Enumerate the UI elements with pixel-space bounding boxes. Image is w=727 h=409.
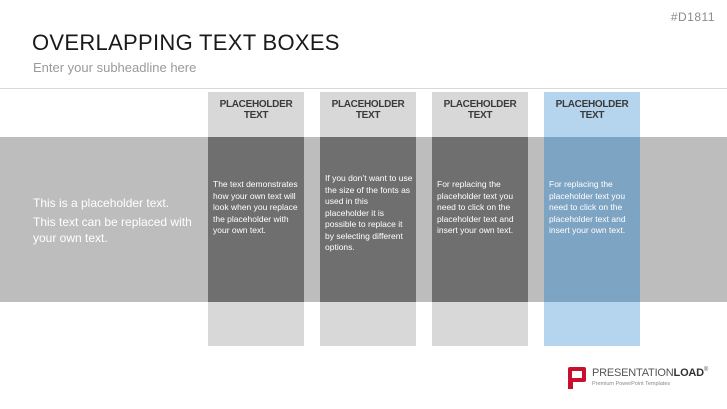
text-column-1[interactable]: PLACEHOLDER TEXT The text demonstrates h… [208,92,304,346]
slide-subtitle[interactable]: Enter your subheadline here [33,60,197,75]
logo-tagline: Premium PowerPoint Templates [592,381,671,387]
band-text-line-2: This text can be replaced with your own … [33,215,192,245]
presentationload-logo: PRESENTATIONLOAD® Premium PowerPoint Tem… [568,366,713,394]
column-body-text: For replacing the placeholder text you n… [437,179,514,235]
text-column-2[interactable]: PLACEHOLDER TEXT If you don’t want to us… [320,92,416,346]
slide-id: #D1811 [670,10,715,24]
column-overlap-section [320,137,416,302]
column-header: PLACEHOLDER TEXT [555,99,629,121]
column-body-text: The text demonstrates how your own text … [213,179,298,235]
column-body-text: If you don’t want to use the size of the… [325,173,413,252]
column-header: PLACEHOLDER TEXT [219,99,293,121]
logo-trademark: ® [703,367,709,373]
presentationload-logo-icon [568,367,586,389]
slide-title[interactable]: OVERLAPPING TEXT BOXES [32,30,340,55]
text-column-3[interactable]: PLACEHOLDER TEXT For replacing the place… [432,92,528,346]
band-text-line-1: This is a placeholder text. [33,196,170,210]
column-header: PLACEHOLDER TEXT [331,99,405,121]
column-overlap-section [432,137,528,302]
header-divider [0,88,727,89]
text-column-4-highlighted[interactable]: PLACEHOLDER TEXT For replacing the place… [544,92,640,346]
logo-wordmark: PRESENTATIONLOAD® [592,367,708,379]
column-overlap-section [208,137,304,302]
column-header: PLACEHOLDER TEXT [443,99,517,121]
logo-name-bold: LOAD [673,367,705,379]
column-overlap-section [544,137,640,302]
band-text-box[interactable]: This is a placeholder text. This text ca… [33,195,193,246]
column-body-text: For replacing the placeholder text you n… [549,179,626,235]
logo-name-regular: PRESENTATION [592,367,674,379]
